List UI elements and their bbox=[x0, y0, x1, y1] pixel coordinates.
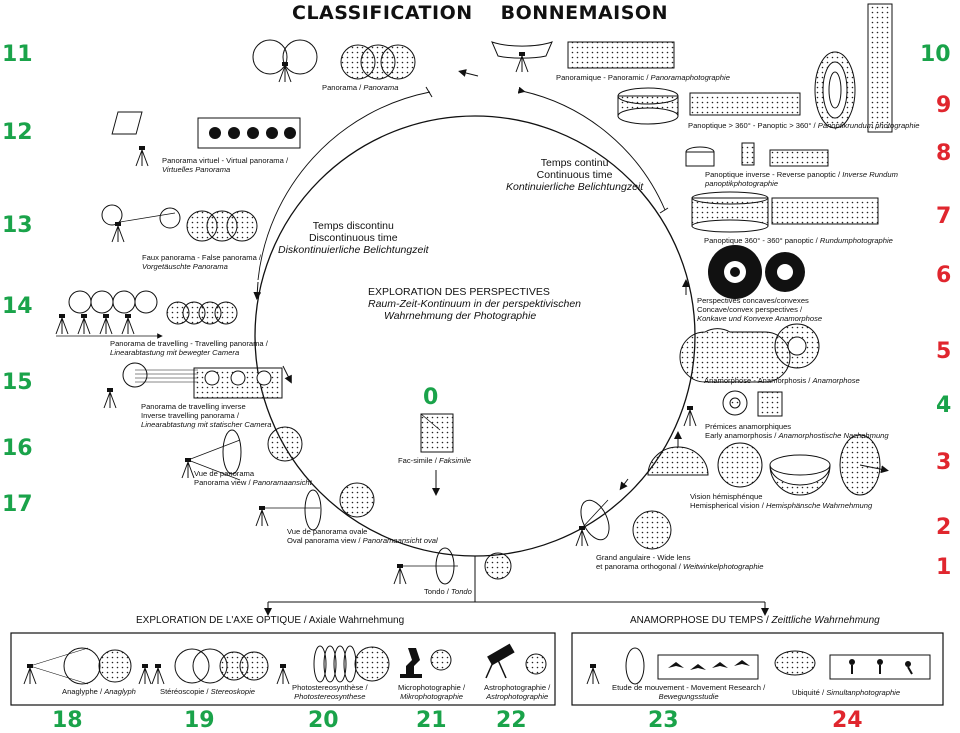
movement-strip bbox=[657, 654, 759, 680]
number-24: 24 bbox=[832, 708, 863, 733]
panoptic-360-strip bbox=[771, 197, 879, 225]
tondo-disc bbox=[484, 552, 512, 580]
inner-arc-discontinuous bbox=[257, 91, 431, 281]
discontinuous-time-label: Temps discontinu Discontinuous time Disk… bbox=[278, 220, 429, 256]
reverse-panoptic-strip bbox=[769, 149, 829, 167]
number-8: 8 bbox=[936, 141, 952, 166]
number-16: 16 bbox=[2, 436, 33, 461]
number-1: 1 bbox=[936, 555, 952, 580]
continuous-fr: Temps continu bbox=[540, 157, 609, 169]
panoramic-strip bbox=[567, 41, 675, 69]
label-3: Vision hémisphénque Hemispherical vision… bbox=[690, 492, 873, 510]
wide-lens-disc bbox=[632, 510, 672, 550]
number-15: 15 bbox=[2, 370, 33, 395]
number-7: 7 bbox=[936, 204, 952, 229]
label-15: Panorama de travelling inverse Inverse t… bbox=[141, 402, 272, 429]
hemisphere-dome bbox=[647, 446, 709, 476]
label-9: Panoptique > 360° - Panoptic > 360° / Pa… bbox=[688, 121, 920, 130]
section-time-heading: ANAMORPHOSE DU TEMPS / Zeittliche Wahrne… bbox=[630, 615, 880, 626]
label-14: Panorama de travelling - Travelling pano… bbox=[110, 339, 268, 357]
photostereo-disc bbox=[354, 646, 390, 682]
center-title: EXPLORATION DES PERSPECTIVES Raum-Zeit-K… bbox=[368, 286, 581, 322]
label-6: Perspectives concaves/convexes Concave/c… bbox=[697, 296, 823, 323]
page-title: CLASSIFICATION BONNEMAISON bbox=[0, 2, 960, 24]
cycle-arrow-top bbox=[458, 69, 479, 77]
label-22: Astrophotographie / Astrophotographie bbox=[484, 683, 551, 701]
number-23: 23 bbox=[648, 708, 679, 733]
number-13: 13 bbox=[2, 213, 33, 238]
number-21: 21 bbox=[416, 708, 447, 733]
number-18: 18 bbox=[52, 708, 83, 733]
panoramic-tall-strip bbox=[867, 3, 893, 133]
facsimile-sheet bbox=[420, 413, 454, 453]
microscope-icon bbox=[400, 648, 422, 678]
label-21: Microphotographie / Mikrophotographie bbox=[398, 683, 466, 701]
center-line-3: Wahrnehmung der Photographie bbox=[384, 310, 537, 322]
label-17: Vue de panorama ovale Oval panorama view… bbox=[287, 527, 438, 545]
label-12: Panorama virtuel - Virtual panorama / Vi… bbox=[162, 156, 289, 174]
label-13: Faux panorama - False panorama / Vorgetä… bbox=[142, 253, 262, 271]
number-22: 22 bbox=[496, 708, 527, 733]
number-2: 2 bbox=[936, 515, 952, 540]
continuous-en: Continuous time bbox=[536, 169, 613, 181]
number-20: 20 bbox=[308, 708, 339, 733]
label-0: Fac-simile / Faksimile bbox=[398, 456, 472, 465]
label-7: Panoptique 360° - 360° panoptic / Rundum… bbox=[704, 236, 893, 245]
label-5: Anamorphose - Anamorphosis / Anamorphose bbox=[704, 376, 860, 385]
center-line-2: Raum-Zeit-Kontinuum in der perspektivisc… bbox=[368, 298, 582, 310]
number-5: 5 bbox=[936, 339, 952, 364]
discontinuous-en: Discontinuous time bbox=[308, 232, 398, 244]
label-16: Vue de panorama Panorama view / Panorama… bbox=[194, 469, 312, 487]
label-4: Prémices anamorphiques Early anamorphosi… bbox=[705, 422, 889, 440]
title-word-1: CLASSIFICATION bbox=[292, 2, 473, 24]
number-9: 9 bbox=[936, 93, 952, 118]
continuous-de: Kontinuierliche Belichtungzeit bbox=[506, 181, 644, 193]
time-section-box bbox=[571, 632, 944, 706]
anaglyph-disc bbox=[98, 649, 132, 683]
label-10: Panoramique - Panoramic / Panoramaphotog… bbox=[556, 73, 730, 82]
continuous-time-label: Temps continu Continuous time Kontinuier… bbox=[506, 157, 643, 193]
number-3: 3 bbox=[936, 450, 952, 475]
label-20: Photostereosynthèse / Photostereosynthes… bbox=[292, 683, 368, 701]
cycle-arrow-lower-left bbox=[282, 365, 292, 384]
title-word-2: BONNEMAISON bbox=[500, 2, 668, 24]
inner-arc-continuous bbox=[517, 86, 666, 211]
number-0: 0 bbox=[423, 385, 439, 410]
discontinuous-fr: Temps discontinu bbox=[312, 220, 394, 232]
label-18: Anaglyphe / Anaglyph bbox=[62, 687, 136, 696]
center-line-1: EXPLORATION DES PERSPECTIVES bbox=[368, 286, 550, 298]
number-6: 6 bbox=[936, 263, 952, 288]
number-12: 12 bbox=[2, 120, 33, 145]
cycle-arrow-left bbox=[253, 281, 262, 300]
number-14: 14 bbox=[2, 294, 33, 319]
label-tondo: Tondo / Tondo bbox=[424, 587, 472, 596]
number-10: 10 bbox=[920, 42, 951, 67]
axial-section-box bbox=[10, 632, 556, 706]
number-4: 4 bbox=[936, 393, 952, 418]
label-19: Stéréoscopie / Stereoskopie bbox=[160, 687, 255, 696]
label-8: Panoptique inverse - Reverse panoptic / … bbox=[705, 170, 898, 188]
panorama-view-disc bbox=[267, 426, 303, 462]
label-1: Grand angulaire - Wide lens et panorama … bbox=[596, 553, 764, 571]
number-17: 17 bbox=[2, 492, 33, 517]
cycle-arrow-lower-right bbox=[619, 478, 629, 491]
number-11: 11 bbox=[2, 42, 33, 67]
panoptic-over-360-strip bbox=[689, 92, 801, 116]
label-11: Panorama / Panorama bbox=[322, 83, 399, 92]
telescope-icon bbox=[485, 643, 515, 679]
discontinuous-de: Diskontinuierliche Belichtungzeit bbox=[278, 244, 429, 256]
number-19: 19 bbox=[184, 708, 215, 733]
oval-panorama-disc bbox=[339, 482, 375, 518]
anamorphosis-shape bbox=[679, 328, 791, 383]
section-axial-heading: EXPLORATION DE L'AXE OPTIQUE / Axiale Wa… bbox=[136, 615, 405, 626]
label-24: Ubiquité / Simultanphotographie bbox=[792, 688, 901, 697]
label-23: Etude de mouvement - Movement Research /… bbox=[612, 683, 766, 701]
